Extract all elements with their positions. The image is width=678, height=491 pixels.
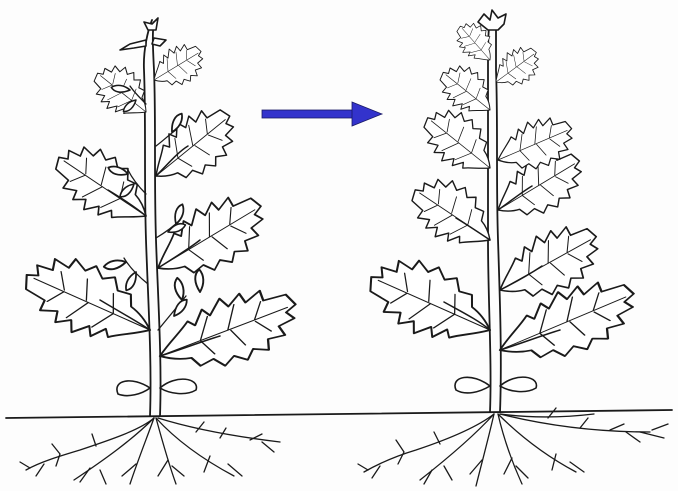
transition-arrow bbox=[262, 102, 382, 126]
left-cotyledon-right bbox=[160, 379, 196, 394]
left-plant-stem bbox=[144, 20, 152, 416]
left-top-bud bbox=[120, 18, 166, 50]
right-leaf-mid-left bbox=[400, 165, 507, 264]
ground-line bbox=[6, 410, 672, 418]
left-cotyledon-left bbox=[117, 381, 150, 396]
right-plant-stem bbox=[488, 20, 491, 412]
right-cotyledon-right bbox=[500, 377, 536, 392]
right-roots bbox=[358, 408, 668, 486]
left-leaf-lower-left bbox=[13, 241, 165, 362]
right-plant bbox=[357, 10, 668, 486]
right-leaf-upper-left bbox=[412, 97, 506, 188]
left-leaf-mid-right bbox=[142, 180, 278, 295]
left-roots bbox=[20, 418, 280, 484]
right-leaf-top-right bbox=[486, 39, 547, 97]
right-leaf-lower-left bbox=[357, 243, 505, 362]
right-cotyledon-left bbox=[455, 377, 490, 393]
left-leaf-lower-right bbox=[149, 275, 308, 388]
right-top-bud bbox=[478, 10, 506, 30]
